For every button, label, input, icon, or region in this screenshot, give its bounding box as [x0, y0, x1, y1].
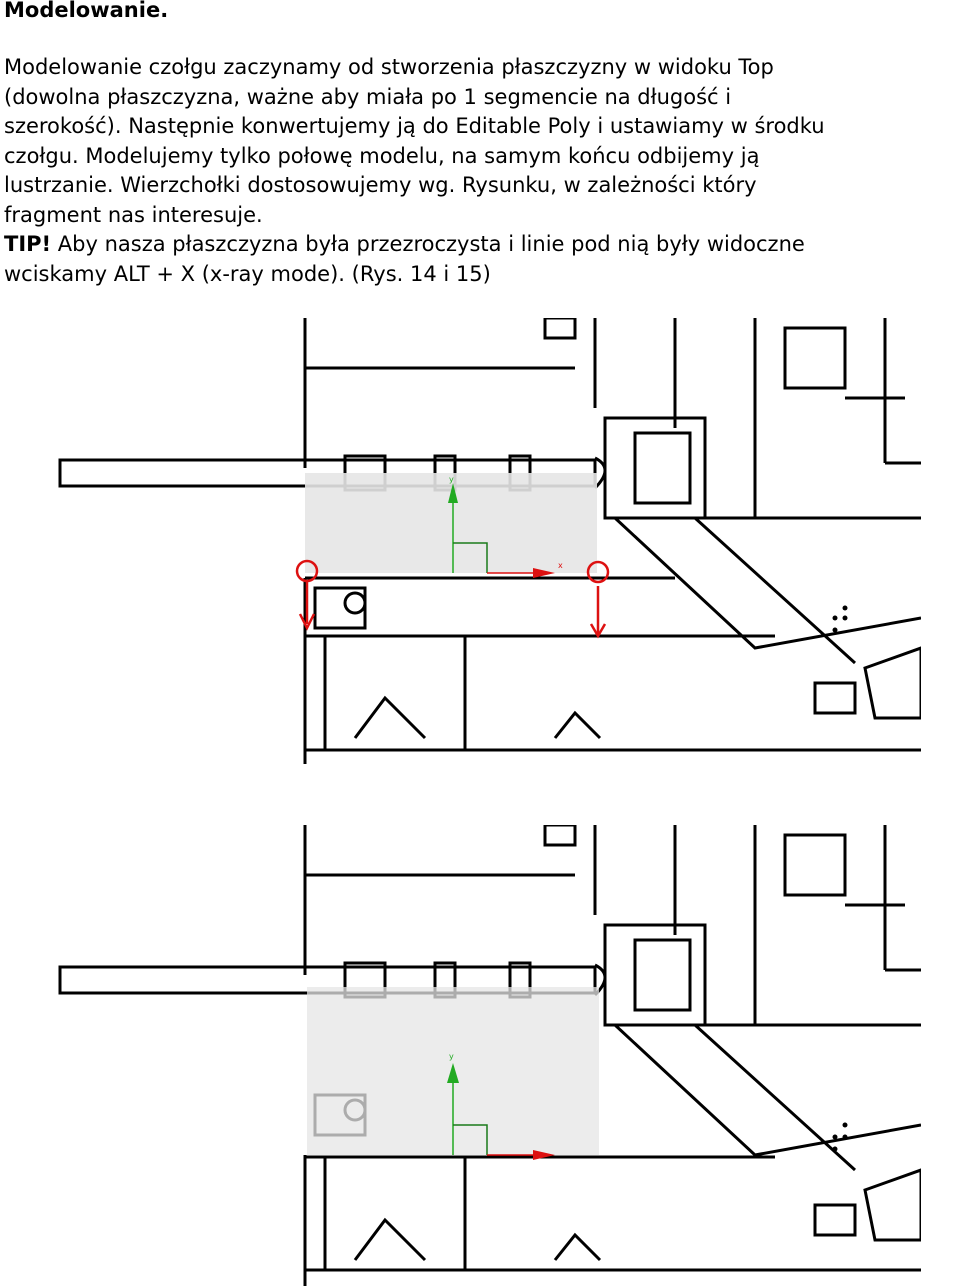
page-title: Modelowanie. — [4, 0, 169, 22]
axis-y-label: y — [449, 475, 454, 484]
tip-line-2: wciskamy ALT + X (x-ray mode). (Rys. 14 … — [4, 261, 491, 286]
tip-text: Aby nasza płaszczyzna była przezroczysta… — [51, 232, 805, 256]
tip-line: TIP! Aby nasza płaszczyzna była przezroc… — [4, 230, 960, 260]
text-line: czołgu. Modelujemy tylko połowę modelu, … — [4, 143, 760, 168]
transform-gizmo: y — [447, 1052, 555, 1160]
transform-gizmo: y x — [448, 475, 563, 578]
text-line: lustrzanie. Wierzchołki dostosowujemy wg… — [4, 173, 757, 197]
text-line: (dowolna płaszczyzna, ważne aby miała po… — [4, 84, 732, 109]
tank-drawing-figure-2: y — [55, 825, 921, 1286]
tank-blueprint-2: y — [58, 825, 921, 1286]
axis-y-label: y — [449, 1052, 454, 1061]
tank-blueprint-1: y x — [58, 318, 921, 764]
body-text: Modelowanie czołgu zaczynamy od stworzen… — [4, 53, 960, 289]
editable-plane — [305, 473, 597, 573]
tank-drawing-figure-1: y x — [55, 318, 921, 764]
text-line: fragment nas interesuje. — [4, 202, 263, 227]
text-line: szerokość). Następnie konwertujemy ją do… — [4, 114, 825, 138]
vertex-markers — [295, 559, 610, 639]
axis-x-label: x — [558, 561, 563, 570]
tip-label: TIP! — [4, 232, 52, 256]
text-line: Modelowanie czołgu zaczynamy od stworzen… — [4, 55, 774, 79]
